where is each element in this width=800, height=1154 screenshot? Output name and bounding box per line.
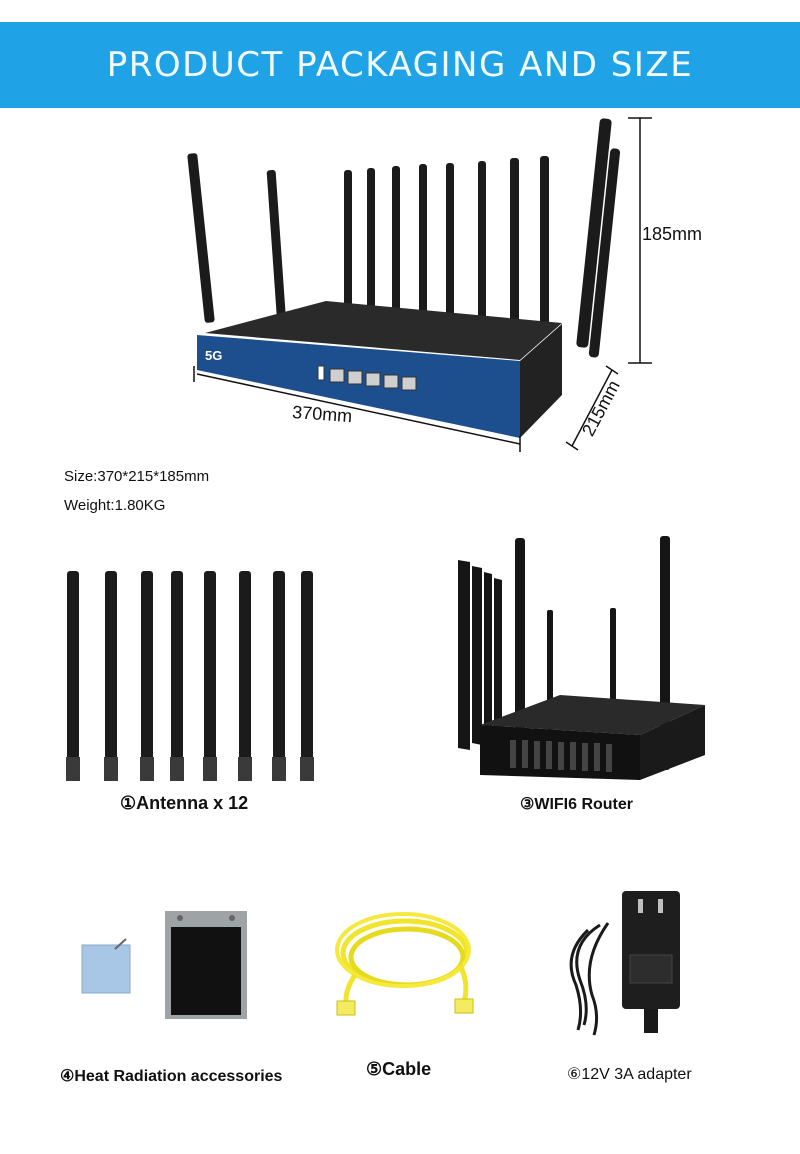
length-dimension: 370mm xyxy=(291,402,353,427)
cable-caption: ⑤Cable xyxy=(366,1059,432,1079)
router-antennas xyxy=(187,118,621,358)
router-side xyxy=(520,324,562,438)
wifi6-router-image xyxy=(458,536,705,780)
adapter-caption: ⑥12V 3A adapter xyxy=(567,1066,692,1083)
heat-caption: ④Heat Radiation accessories xyxy=(60,1068,283,1085)
size-spec: Size:370*215*185mm xyxy=(64,468,210,485)
router-caption: ③WIFI6 Router xyxy=(520,796,634,813)
router-top xyxy=(205,301,562,360)
heat-accessories-image xyxy=(81,911,247,1019)
router-main-image: 5G xyxy=(187,117,652,452)
router-ports xyxy=(317,365,417,391)
header-banner: PRODUCT PACKAGING AND SIZE xyxy=(0,22,800,108)
adapter-image xyxy=(569,891,680,1036)
page-title: PRODUCT PACKAGING AND SIZE xyxy=(106,45,694,85)
antenna-caption: ①Antenna x 12 xyxy=(120,793,249,813)
cable-image xyxy=(335,912,474,1016)
adapter-body xyxy=(622,891,680,1009)
dimension-lines xyxy=(193,117,652,452)
thermal-pad xyxy=(81,944,131,994)
height-dimension: 185mm xyxy=(642,224,703,244)
antennas-image xyxy=(66,571,314,781)
router-5g-logo: 5G xyxy=(205,348,222,363)
weight-spec: Weight:1.80KG xyxy=(64,497,166,514)
router-front-panel xyxy=(197,335,520,438)
